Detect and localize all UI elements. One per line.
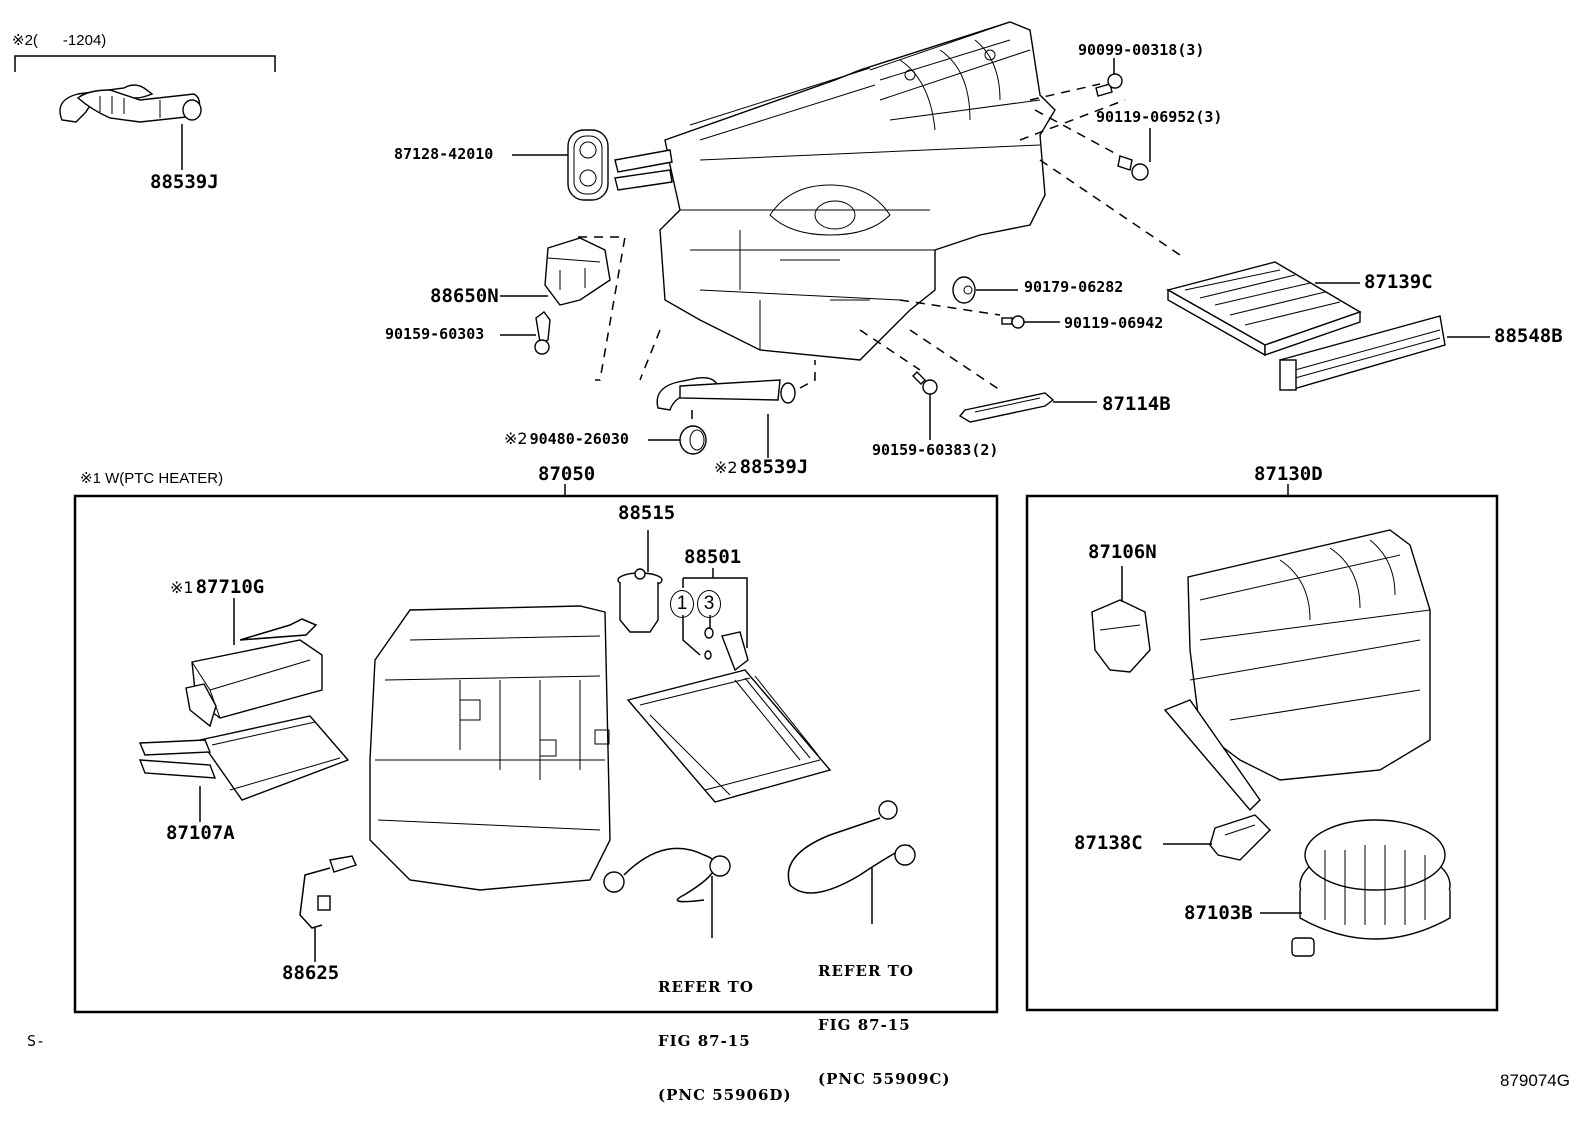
label-87103b[interactable]: 87103B [1184, 902, 1253, 924]
sensor-right-illustration [787, 800, 916, 894]
label-87138c[interactable]: 87138C [1074, 832, 1143, 854]
heater-core-illustration [138, 715, 350, 801]
label-90159-60303[interactable]: 90159-60303 [385, 325, 485, 343]
part-number: 90480-26030 [529, 430, 629, 448]
note-1-label: ※1 W(PTC HEATER) [80, 471, 223, 486]
blower-motor-illustration [1291, 819, 1451, 957]
refer-note-right[interactable]: REFER TO FIG 87-15 (PNC 55909C) [818, 926, 950, 1124]
note-1-mark: ※1 [80, 470, 101, 487]
grommet-illustration [567, 129, 609, 201]
damper-servo-illustration [1091, 599, 1151, 673]
label-87128-42010[interactable]: 87128-42010 [394, 145, 494, 163]
label-87114b[interactable]: 87114B [1102, 393, 1171, 415]
note-2-mark: ※2 [504, 429, 528, 448]
note-2-mark: ※2 [12, 32, 33, 49]
blower-case-illustration [1163, 529, 1431, 812]
footer-code: S- [27, 1032, 46, 1050]
diagram-drawing [14, 21, 1499, 1014]
label-88625[interactable]: 88625 [282, 962, 340, 984]
box-87130d-frame [1025, 494, 1499, 1012]
filter-87139c-illustration [1166, 261, 1362, 357]
refer-fig: FIG 87-15 [658, 1032, 751, 1050]
kit-item-3[interactable]: 3 [697, 590, 721, 618]
box-87050-frame [73, 494, 999, 1014]
fastener-dashed-links [859, 83, 1181, 391]
refer-line: REFER TO [658, 978, 754, 996]
note-2-mark: ※2 [714, 458, 738, 477]
label-90159-60383[interactable]: 90159-60383(2) [872, 441, 999, 459]
expansion-valve-illustration [617, 568, 663, 633]
servo-88650n-illustration [544, 237, 611, 306]
figure-id: 879074G [1500, 1071, 1570, 1090]
refer-note-left[interactable]: REFER TO FIG 87-15 (PNC 55906D) [658, 942, 792, 1140]
box-87130d-title[interactable]: 87130D [1254, 463, 1323, 485]
box-87050-title[interactable]: 87050 [538, 463, 596, 485]
hose-dashed-link [799, 360, 816, 389]
clip-90179-06282-illustration [952, 276, 976, 304]
bolt-90099-00318-illustration [1095, 73, 1123, 97]
label-88650n[interactable]: 88650N [430, 285, 499, 307]
label-88539j-top[interactable]: 88539J [150, 171, 219, 193]
duct-seal-87114b-illustration [958, 392, 1055, 423]
label-87106n[interactable]: 87106N [1088, 541, 1157, 563]
o-ring-small-illustration [704, 650, 712, 660]
servo-dashed-outline [578, 236, 661, 381]
label-88501[interactable]: 88501 [684, 546, 742, 568]
note-2-bracket [14, 55, 276, 72]
resistor-illustration [1209, 814, 1271, 861]
note-2-label: ※2( -1204) [12, 33, 106, 48]
screw-90159-60303-illustration [534, 311, 551, 355]
part-number: 87710G [195, 576, 265, 598]
label-90119-06942[interactable]: 90119-06942 [1064, 314, 1164, 332]
o-ring-illustration [704, 627, 714, 639]
ptc-heater-illustration [185, 618, 323, 728]
screw-90119-06942-illustration [1001, 315, 1025, 329]
label-88515[interactable]: 88515 [618, 502, 676, 524]
note-1-mark: ※1 [170, 578, 194, 597]
leader-88501 [682, 568, 748, 656]
note-1-text: W(PTC HEATER) [105, 470, 224, 487]
refer-fig: FIG 87-15 [818, 1016, 911, 1034]
parts-diagram: ※2( -1204) 88539J 87128-42010 88650N 901… [12, 21, 1570, 1104]
label-87139c[interactable]: 87139C [1364, 271, 1433, 293]
clamp-90480-26030-illustration [679, 425, 707, 455]
thermistor-illustration [299, 855, 357, 929]
refer-pnc: (PNC 55906D) [658, 1086, 792, 1104]
label-88548b[interactable]: 88548B [1494, 325, 1563, 347]
part-number: 88539J [739, 456, 809, 478]
label-90099-00318[interactable]: 90099-00318(3) [1078, 41, 1205, 59]
filter-cover-88548b-illustration [1279, 315, 1446, 391]
note-2-range: ( -1204) [32, 32, 107, 49]
label-87107a[interactable]: 87107A [166, 822, 235, 844]
screw-90119-06952-illustration [1117, 155, 1149, 181]
hose-88539j-top-illustration [59, 84, 202, 123]
label-90179-06282[interactable]: 90179-06282 [1024, 278, 1124, 296]
hose-88539j-bottom-illustration [656, 377, 796, 411]
evaporator-illustration [626, 631, 832, 803]
sensor-left-illustration [603, 847, 731, 903]
refer-line: REFER TO [818, 962, 914, 980]
refer-pnc: (PNC 55909C) [818, 1070, 951, 1088]
kit-item-1[interactable]: 1 [670, 590, 694, 618]
hvac-case-illustration [369, 605, 611, 891]
hvac-unit-illustration [614, 21, 1056, 361]
screw-90159-60383-illustration [912, 371, 938, 395]
label-90119-06952[interactable]: 90119-06952(3) [1096, 108, 1223, 126]
